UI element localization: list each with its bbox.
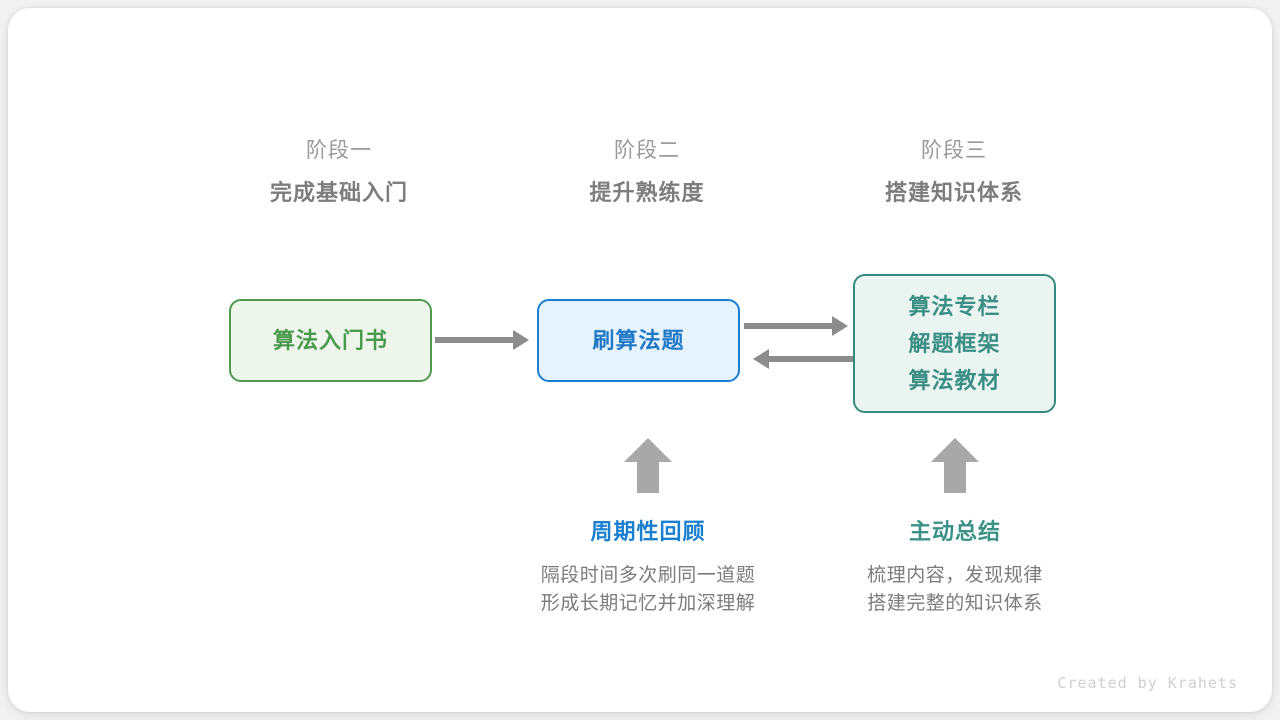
node-label: 算法入门书 [272, 328, 388, 353]
note-title: 主动总结 [908, 519, 1001, 544]
note-description-line-1: 隔段时间多次刷同一道题 [540, 565, 756, 586]
arrow-book-to-practice [435, 337, 517, 343]
note-description: 隔段时间多次刷同一道题 形成长期记忆并加深理解 [498, 562, 798, 618]
node-label-textbook: 算法教材 [908, 368, 1001, 393]
node-practice-problems[interactable]: 刷算法题 [537, 299, 740, 382]
stage-column-1: 阶段一 完成基础入门 [209, 136, 469, 210]
node-label-framework: 解题框架 [908, 331, 1001, 356]
credit-text: Created by Krahets [1057, 674, 1238, 692]
stage-column-3: 阶段三 搭建知识体系 [824, 136, 1084, 210]
node-label: 刷算法题 [592, 328, 685, 353]
note-description-line-2: 搭建完整的知识体系 [867, 593, 1043, 614]
diagram-canvas: 阶段一 完成基础入门 阶段二 提升熟练度 阶段三 搭建知识体系 算法入门书 刷算… [8, 8, 1272, 712]
arrow-head-resources-to-practice-icon [753, 349, 769, 369]
arrow-resources-to-practice [769, 356, 853, 362]
arrow-up-summary-icon [931, 438, 979, 493]
stage-title-3: 搭建知识体系 [884, 180, 1023, 205]
stage-label-2: 阶段二 [614, 139, 680, 162]
stage-column-2: 阶段二 提升熟练度 [517, 136, 777, 210]
note-description-line-2: 形成长期记忆并加深理解 [540, 593, 756, 614]
arrow-head-practice-to-resources-icon [832, 316, 848, 336]
arrow-up-review-icon [624, 438, 672, 493]
note-description-line-1: 梳理内容，发现规律 [867, 565, 1043, 586]
stage-title-1: 完成基础入门 [269, 180, 408, 205]
stage-label-3: 阶段三 [921, 139, 987, 162]
stage-label-1: 阶段一 [306, 139, 372, 162]
note-periodic-review: 周期性回顾 隔段时间多次刷同一道题 形成长期记忆并加深理解 [498, 516, 798, 618]
node-learning-resources[interactable]: 算法专栏 解题框架 算法教材 [853, 274, 1056, 413]
note-description: 梳理内容，发现规律 搭建完整的知识体系 [805, 562, 1105, 618]
arrow-practice-to-resources [744, 323, 836, 329]
node-algorithm-intro-book[interactable]: 算法入门书 [229, 299, 432, 382]
note-active-summary: 主动总结 梳理内容，发现规律 搭建完整的知识体系 [805, 516, 1105, 618]
node-label-column: 算法专栏 [908, 294, 1001, 319]
note-title: 周期性回顾 [590, 519, 706, 544]
stage-title-2: 提升熟练度 [589, 180, 705, 205]
arrow-head-book-to-practice-icon [513, 330, 529, 350]
